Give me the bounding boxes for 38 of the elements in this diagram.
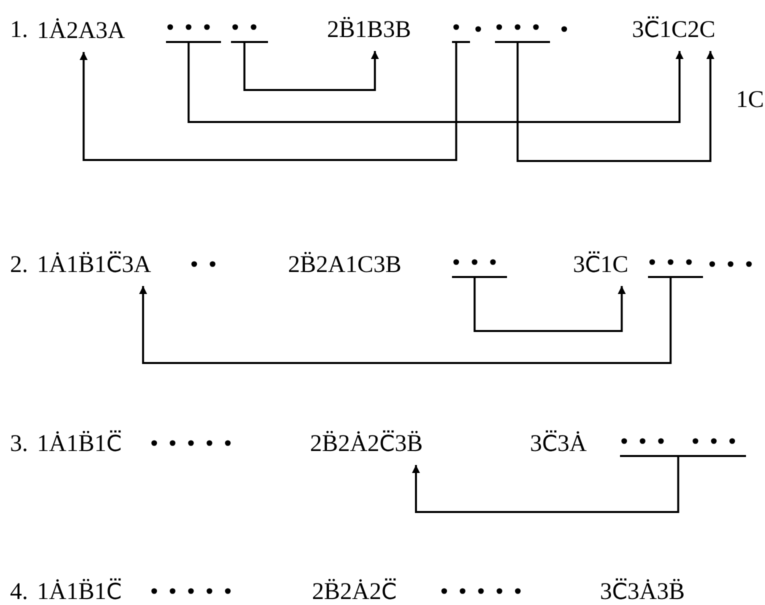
formula-text: 1Ȧ1B̈1C⃛ — [37, 577, 122, 605]
row-number: 4. — [10, 578, 28, 605]
formula-text: 2B̈2Ȧ2C⃛ — [312, 577, 397, 605]
dots: ••••• — [440, 578, 532, 605]
arrow — [139, 278, 672, 364]
arrow — [412, 457, 680, 513]
dots: ••••• — [150, 578, 242, 605]
arrow — [80, 43, 458, 161]
underlined-dots: •• — [231, 15, 268, 43]
dots: ••••• — [150, 430, 242, 459]
underlined-dots: • — [452, 15, 470, 43]
dots: • — [560, 16, 578, 45]
formula-text: 3C⃛3Ȧ — [530, 429, 587, 459]
dots: • — [474, 16, 492, 45]
formula-text: 1Ȧ2A3A — [37, 12, 125, 50]
formula-text: 1C — [736, 86, 764, 115]
formula-text: 2B̈2A1C3B — [288, 250, 402, 280]
formula-text: 3C⃛1C — [573, 246, 628, 284]
row-number: 3. — [10, 430, 28, 459]
formula-text: 1Ȧ1B̈1C⃛ — [37, 429, 122, 459]
formula-text: 2B̈2Ȧ2C⃛3B̈ — [310, 425, 423, 463]
formula-text: 2B̈1B3B — [327, 11, 412, 49]
underlined-dots: ••• — [452, 250, 508, 278]
underlined-dots: ••• — [648, 250, 704, 278]
dots: ••• — [708, 251, 764, 280]
formula-text: 3C⃛1C2C — [632, 11, 716, 49]
row-number: 2. — [10, 251, 28, 280]
arrow — [516, 43, 714, 162]
formula-text: 3C⃛3Ȧ3B̈ — [600, 577, 685, 605]
arrow — [243, 43, 379, 91]
arrow — [188, 43, 684, 123]
arrow — [474, 278, 626, 332]
underlined-dots: ••• — [495, 15, 550, 43]
underlined-dots: ••• — [166, 15, 222, 43]
underlined-dots: ••• ••• — [620, 429, 746, 457]
formula-text: 1Ȧ1B̈1C⃛3A — [37, 246, 152, 284]
dots: •• — [190, 251, 227, 280]
row-number: 1. — [10, 16, 28, 45]
